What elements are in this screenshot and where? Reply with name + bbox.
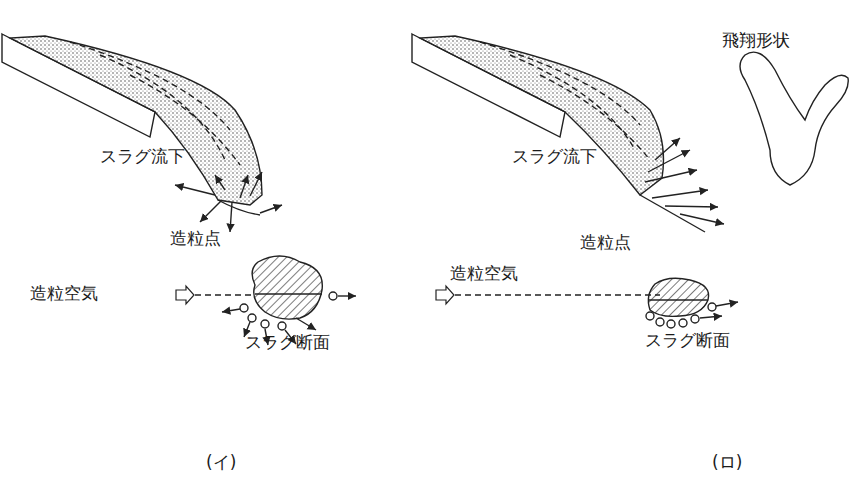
stream-label: スラグ流下 (512, 146, 597, 166)
flight-shape (740, 52, 848, 185)
panel-label: (ロ) (712, 452, 742, 472)
point-label: 造粒点 (170, 228, 221, 248)
slag-stream (10, 36, 262, 205)
air-line (195, 294, 255, 295)
panel-label: (イ) (206, 452, 236, 472)
section-label: スラグ断面 (245, 332, 330, 352)
stream-label: スラグ流下 (100, 146, 185, 166)
slag-section (252, 256, 322, 319)
section-label: スラグ断面 (645, 330, 730, 350)
air-label: 造粒空気 (450, 263, 518, 283)
air-label: 造粒空気 (30, 283, 98, 303)
point-label: 造粒点 (580, 232, 631, 252)
slag-section (648, 278, 708, 316)
slag-stream (420, 36, 664, 195)
shape-label: 飛翔形状 (722, 30, 790, 50)
